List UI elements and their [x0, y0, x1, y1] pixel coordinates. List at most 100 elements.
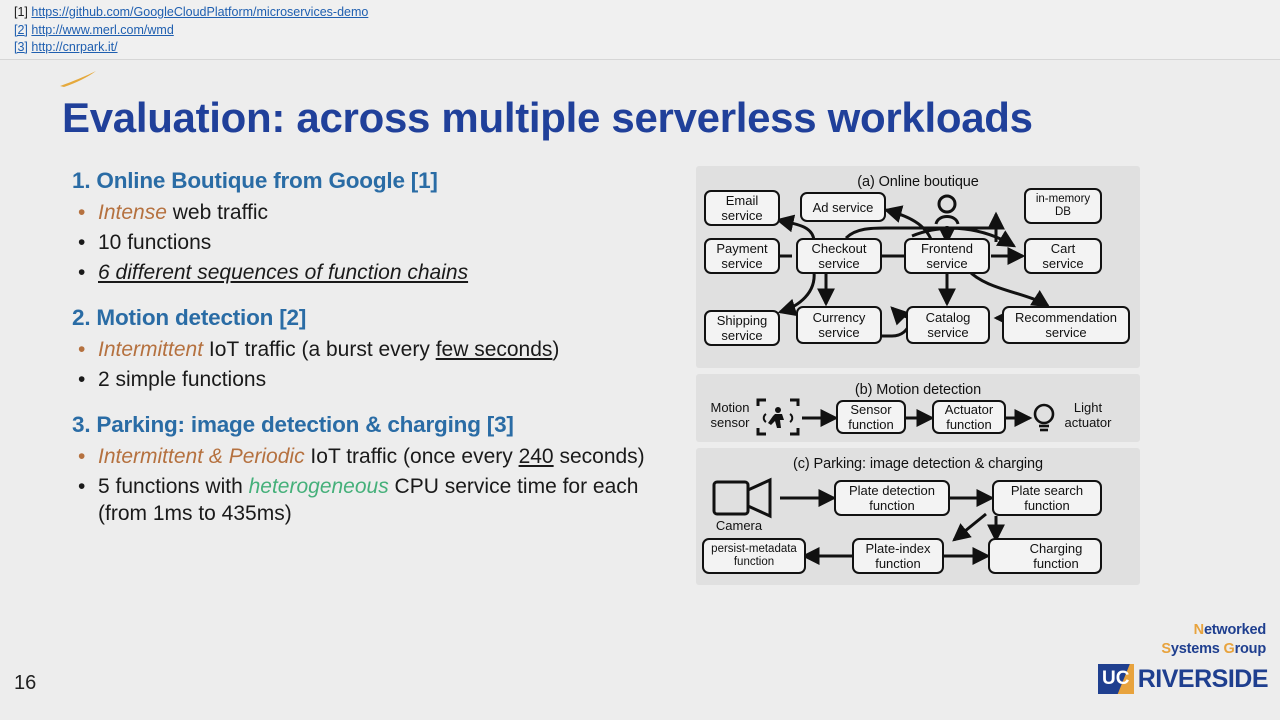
motion-waves-icon	[762, 413, 794, 423]
emphasis-intermittent: Intermittent	[98, 338, 204, 361]
ucr-nsg-logo: Networked Systems Group UC RIVERSIDE	[1097, 622, 1270, 712]
bullet-dot-icon: •	[78, 338, 86, 361]
bullet-text-tail: )	[552, 338, 560, 361]
bullet-item: • Intense web traffic	[72, 199, 692, 226]
panel-a-caption: (a) Online boutique	[857, 174, 979, 190]
figure-panel-b: (b) Motion detection	[696, 374, 1140, 442]
bullet-text-emphasized: 6 different sequences of function chains	[98, 261, 469, 284]
uc-badge-icon: UC	[1097, 664, 1134, 694]
node-ad-service[interactable]: Ad service	[800, 192, 886, 222]
workload-heading-1: 1. Online Boutique from Google [1]	[72, 168, 438, 193]
bullet-text-tail: CPU service time for each (from 1ms to 4…	[98, 475, 639, 525]
node-label: Ad service	[812, 199, 874, 215]
bullet-dot-icon: •	[78, 445, 86, 468]
references-header: [1] https://github.com/GoogleCloudPlatfo…	[0, 0, 1280, 60]
panel-b-caption: (b) Motion detection	[854, 382, 982, 398]
logo-line-networked: Networked	[1193, 622, 1267, 638]
reference-link[interactable]: http://www.merl.com/wmd	[31, 22, 174, 37]
bullet-text-rest: IoT traffic (once every	[304, 445, 519, 468]
page-title: Evaluation: across multiple serverless w…	[62, 94, 1033, 141]
logo-letter-g: G	[1223, 641, 1235, 657]
reference-number: [3]	[14, 40, 28, 54]
bullet-item: • 2 simple functions	[72, 366, 692, 393]
bullet-dot-icon: •	[78, 368, 86, 391]
page-number: 16	[14, 672, 37, 694]
reference-link[interactable]: https://github.com/GoogleCloudPlatform/m…	[31, 5, 369, 19]
emphasis-few-seconds: few seconds	[435, 338, 553, 361]
ucr-wordmark: UC RIVERSIDE	[1097, 664, 1269, 694]
logo-word-etworked: etworked	[1203, 622, 1266, 638]
bullet-item: • Intermittent IoT traffic (a burst ever…	[72, 336, 692, 363]
reference-number: [1]	[14, 5, 28, 19]
reference-item: [1] https://github.com/GoogleCloudPlatfo…	[14, 4, 1280, 22]
bullet-dot-icon: •	[78, 475, 86, 498]
reference-item: [3] http://cnrpark.it/	[14, 39, 1280, 57]
emphasis-intermittent-periodic: Intermittent & Periodic	[98, 445, 305, 468]
bullet-text: 10 functions	[98, 231, 212, 254]
emphasis-heterogeneous: heterogeneous	[248, 475, 389, 498]
bullet-text-tail: seconds)	[553, 445, 645, 468]
motion-sensor-icon	[756, 398, 800, 436]
bullet-dot-icon: •	[78, 261, 86, 284]
riverside-text: RIVERSIDE	[1137, 664, 1269, 693]
camera-icon	[712, 477, 772, 519]
user-icon	[934, 194, 960, 225]
logo-letter-s: S	[1161, 641, 1171, 657]
emphasis-240: 240	[518, 445, 554, 468]
bullet-item: • Intermittent & Periodic IoT traffic (o…	[72, 443, 692, 470]
workload-heading-3: 3. Parking: image detection & charging […	[72, 412, 514, 437]
light-bulb-icon	[1033, 403, 1055, 432]
logo-line-systems-group: Systems Group	[1161, 641, 1266, 657]
logo-word-ystems: ystems	[1170, 641, 1224, 657]
reference-link[interactable]: http://cnrpark.it/	[31, 40, 118, 54]
bullet-item: • 6 different sequences of function chai…	[72, 259, 692, 286]
panel-c-caption: (c) Parking: image detection & charging	[793, 456, 1043, 472]
emphasis-intense: Intense	[98, 201, 167, 224]
swoosh-decoration-icon	[60, 71, 96, 87]
workload-list: 1. Online Boutique from Google [1] • Int…	[72, 168, 692, 530]
uc-badge-text: UC	[1102, 668, 1130, 689]
bullet-text: Intermittent & Periodic IoT traffic (onc…	[98, 443, 692, 470]
logo-letter-n: N	[1193, 622, 1204, 638]
bullet-dot-icon: •	[78, 201, 86, 224]
workload-heading-2: 2. Motion detection [2]	[72, 305, 307, 330]
bullet-text: Intense web traffic	[98, 199, 692, 226]
bullet-text-rest: web traffic	[166, 201, 269, 224]
runner-glyph-icon	[768, 407, 784, 428]
bullet-item: • 5 functions with heterogeneous CPU ser…	[72, 473, 692, 527]
figure-panel-c: (c) Parking: image detection & charging …	[696, 448, 1140, 585]
